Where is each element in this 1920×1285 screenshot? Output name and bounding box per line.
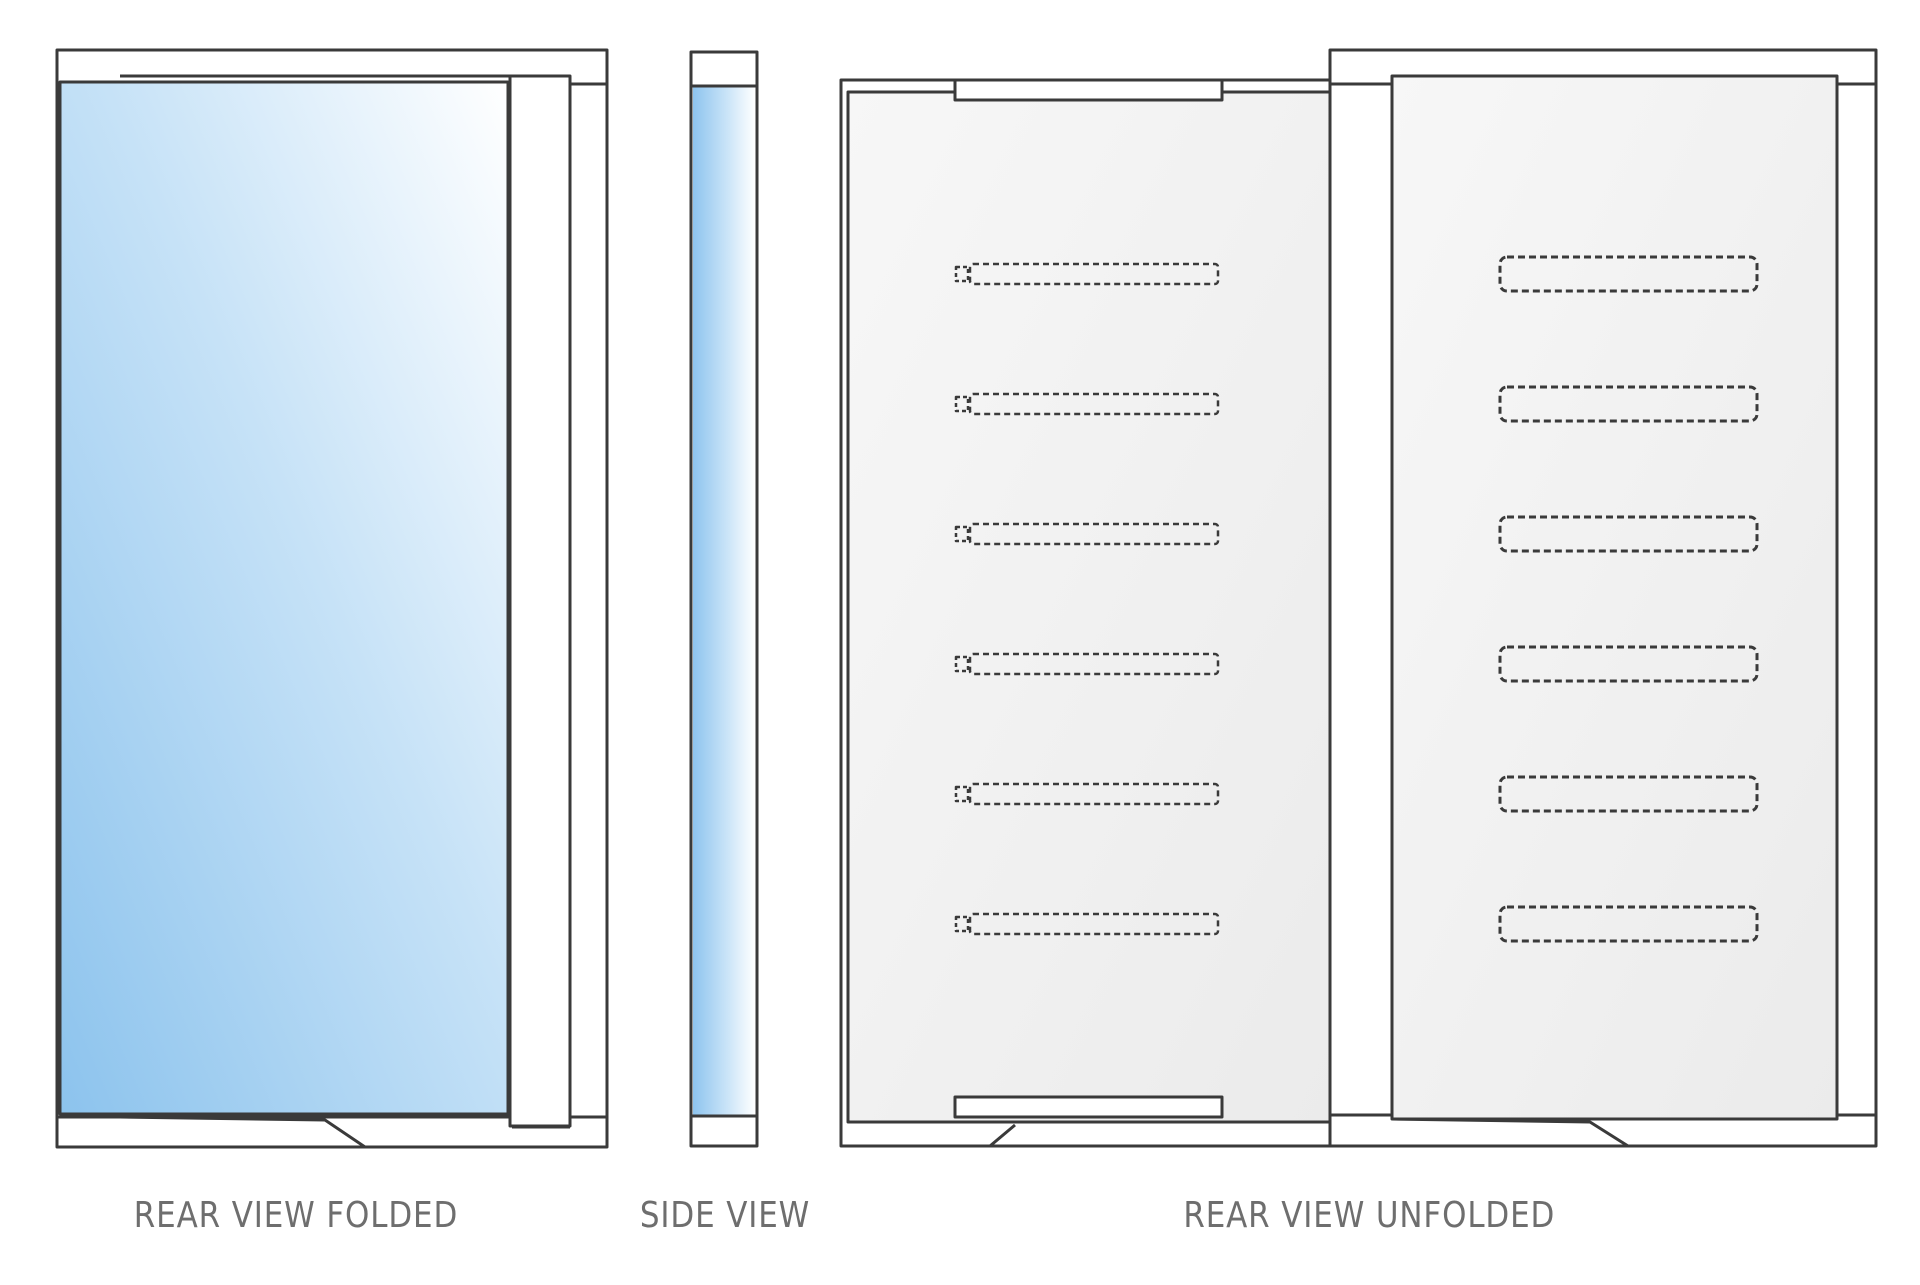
right-panel-surface xyxy=(1390,74,1839,1121)
side-screen xyxy=(693,86,755,1116)
right-panel-slots xyxy=(1498,255,1759,943)
right-slot-1 xyxy=(1498,255,1759,293)
caption-rear-view-unfolded: REAR VIEW UNFOLDED xyxy=(1183,1195,1556,1236)
left-slot-connector-6 xyxy=(954,915,970,933)
bottom-tab xyxy=(119,1115,366,1149)
right-slot-3 xyxy=(1498,515,1759,553)
left-slot-3 xyxy=(968,522,1220,546)
rear-view-unfolded-drawing xyxy=(839,48,1878,1148)
right-slot-2 xyxy=(1498,385,1759,423)
left-slot-6 xyxy=(968,912,1220,936)
right-slot-4 xyxy=(1498,645,1759,683)
right-slot-5 xyxy=(1498,775,1759,813)
caption-side-view: SIDE VIEW xyxy=(639,1195,811,1236)
left-slot-2 xyxy=(968,392,1220,416)
left-slot-connector-2 xyxy=(954,395,970,413)
left-panel-surface xyxy=(846,90,1332,1124)
caption-rear-view-folded: REAR VIEW FOLDED xyxy=(133,1195,459,1236)
left-slot-4 xyxy=(968,652,1220,676)
left-bottom-clip xyxy=(953,1095,1224,1119)
hinge-rail xyxy=(508,74,572,1128)
right-slot-6 xyxy=(1498,905,1759,943)
left-slot-connector-5 xyxy=(954,785,970,803)
left-slot-1 xyxy=(968,262,1220,286)
left-panel-slots xyxy=(954,262,1220,936)
left-bottom-tab xyxy=(855,1123,1016,1148)
rear-view-folded-drawing xyxy=(55,48,609,1149)
left-slot-connector-3 xyxy=(954,525,970,543)
side-view-drawing xyxy=(689,50,759,1148)
left-slot-connector-1 xyxy=(954,265,970,283)
left-top-clip xyxy=(953,78,1224,102)
right-bottom-tab xyxy=(1391,1117,1629,1148)
left-slot-connector-4 xyxy=(954,655,970,673)
folded-screen xyxy=(58,80,510,1116)
left-slot-5 xyxy=(968,782,1220,806)
